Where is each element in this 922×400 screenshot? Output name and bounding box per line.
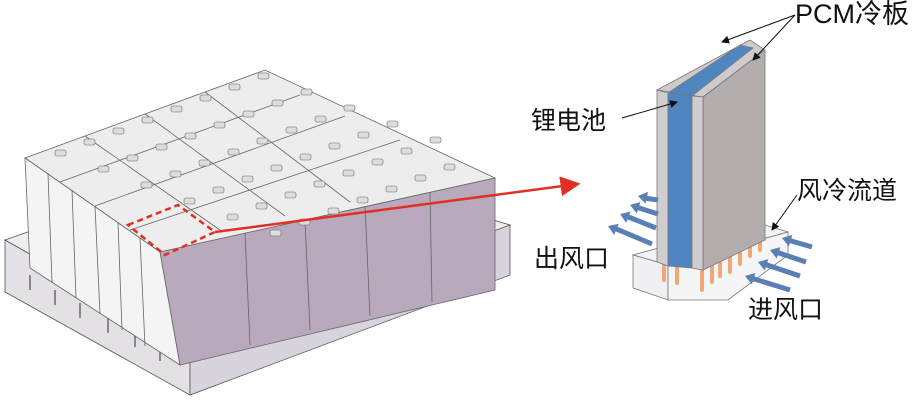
- lithium-cell: [667, 92, 693, 269]
- terminal-icon: [414, 174, 427, 182]
- label-lithium-battery: 锂电池: [531, 106, 607, 135]
- airflow-arrow-icon: [625, 213, 657, 231]
- label-air-outlet: 出风口: [534, 244, 610, 273]
- airflow-arrowhead-icon: [758, 259, 769, 271]
- terminal-icon: [328, 142, 341, 150]
- pcm-plate-left: [656, 89, 669, 267]
- airflow-arrow-icon: [750, 275, 791, 293]
- terminal-icon: [184, 132, 197, 140]
- terminal-icon: [313, 180, 326, 188]
- airflow-arrow-icon: [613, 225, 653, 247]
- terminal-icon: [443, 163, 456, 171]
- airflow-arrowhead-icon: [608, 223, 619, 235]
- terminal-icon: [170, 105, 183, 113]
- airflow-arrow-icon: [635, 204, 659, 217]
- terminal-icon: [270, 164, 283, 172]
- terminal-icon: [228, 83, 241, 91]
- terminal-icon: [356, 196, 369, 204]
- zoom-arrow: [214, 176, 581, 234]
- terminal-icon: [386, 120, 399, 128]
- terminal-icon: [126, 154, 139, 162]
- terminal-icon: [141, 116, 154, 124]
- cell-body: [655, 39, 766, 271]
- label-air-cooling-channel: 风冷流道: [797, 176, 898, 205]
- terminal-icon: [429, 136, 442, 144]
- terminal-icon: [256, 137, 269, 145]
- terminal-icon: [327, 207, 340, 215]
- cell-detail: [608, 14, 813, 301]
- airflow-arrowhead-icon: [745, 272, 756, 285]
- terminal-icon: [199, 94, 212, 102]
- leader-lines: [621, 14, 798, 231]
- terminal-icon: [155, 143, 168, 151]
- terminal-icon: [269, 229, 282, 237]
- label-air-inlet: 进风口: [748, 295, 824, 324]
- terminal-icon: [140, 181, 153, 189]
- terminal-icon: [314, 115, 327, 123]
- label-pcm-cold-plate: PCM冷板: [795, 0, 909, 29]
- terminal-icon: [169, 170, 182, 178]
- airflow-arrowhead-icon: [782, 234, 793, 247]
- terminal-icon: [357, 131, 370, 139]
- terminal-icon: [83, 138, 96, 146]
- terminal-icon: [343, 104, 356, 112]
- terminal-icon: [183, 197, 196, 205]
- terminal-icon: [242, 110, 255, 118]
- terminal-icon: [385, 185, 398, 193]
- terminal-icon: [54, 149, 67, 157]
- terminal-icon: [226, 213, 239, 221]
- terminal-icon: [342, 169, 355, 177]
- pcm-plate-right: [691, 95, 704, 271]
- airflow-arrow-icon: [787, 237, 813, 250]
- airflow-arrowhead-icon: [630, 202, 641, 214]
- terminal-icon: [285, 126, 298, 134]
- terminal-icon: [299, 153, 312, 161]
- battery-pack: [4, 69, 581, 396]
- terminal-icon: [97, 165, 110, 173]
- terminal-icon: [300, 88, 313, 96]
- terminal-icon: [400, 147, 413, 155]
- terminal-icon: [213, 121, 226, 129]
- airflow-arrowhead-icon: [770, 247, 781, 259]
- terminal-icon: [212, 186, 225, 194]
- terminal-icon: [198, 159, 211, 167]
- cell-terminals: [54, 72, 456, 237]
- cell-block: [24, 69, 497, 366]
- terminal-icon: [255, 202, 268, 210]
- airflow-arrowhead-icon: [620, 211, 631, 223]
- airflow-arrow-icon: [763, 261, 801, 279]
- terminal-icon: [227, 148, 240, 156]
- airflow-arrowhead-icon: [638, 191, 649, 204]
- airflow-arrows: [608, 191, 813, 293]
- terminal-icon: [284, 191, 297, 199]
- terminal-icon: [271, 99, 284, 107]
- airflow-arrow-icon: [775, 249, 807, 265]
- terminal-icon: [241, 175, 254, 183]
- terminal-icon: [112, 127, 125, 135]
- terminal-icon: [371, 158, 384, 166]
- selected-cell-highlight: [125, 203, 218, 257]
- terminal-icon: [257, 72, 270, 80]
